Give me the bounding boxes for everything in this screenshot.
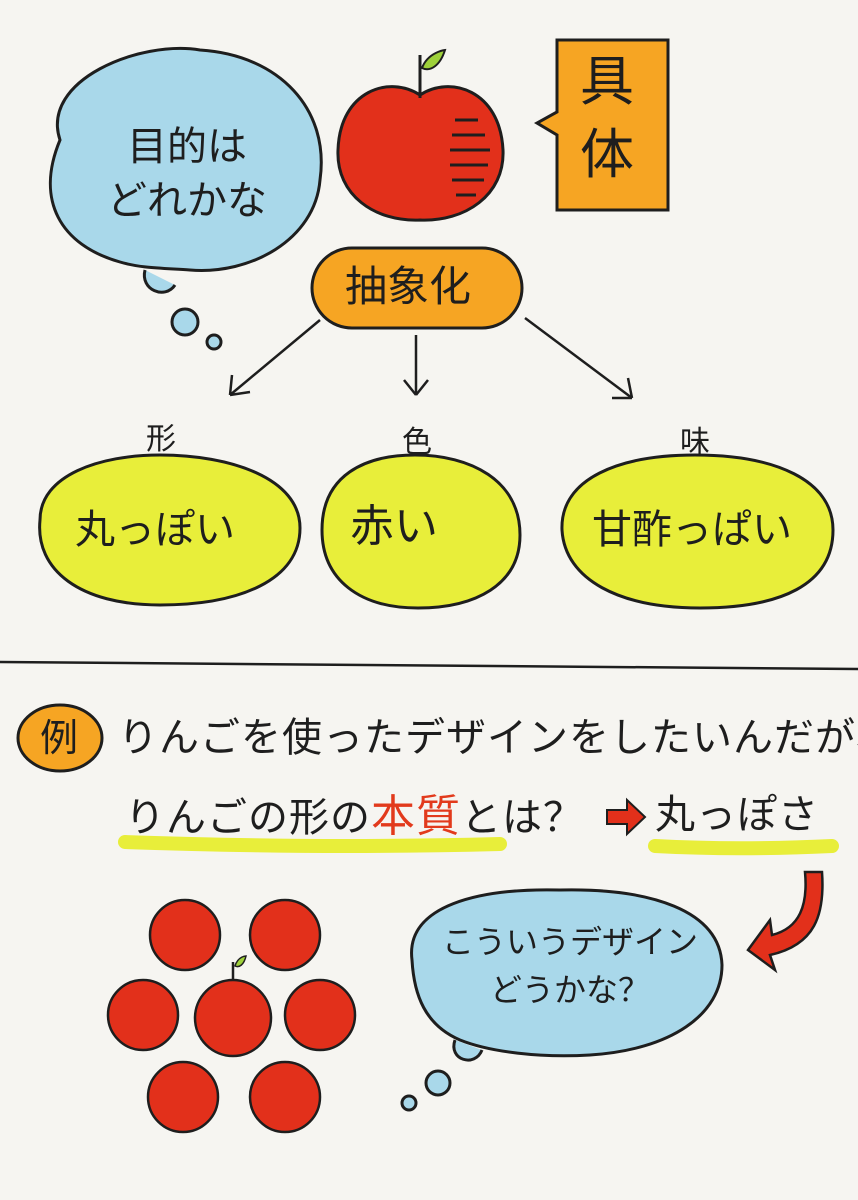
concrete-label-2: 体: [580, 123, 634, 186]
curved-arrow-icon: [746, 870, 824, 974]
abstraction-pill: [310, 246, 524, 330]
concrete-speech-box: [533, 38, 670, 212]
branch-arrows: [228, 316, 634, 400]
top-thought-bubble: [48, 47, 323, 351]
apple-flower-pattern: [106, 898, 357, 1134]
example-answer: 丸っぽさ: [655, 792, 819, 838]
thought-line-1: 目的は: [127, 124, 247, 170]
example-line-2: りんごの形の本質とは？: [125, 795, 584, 839]
section-divider: [0, 660, 858, 671]
attribute-value-taste: 甘酢っぱい: [592, 507, 792, 553]
attribute-value-shape: 丸っぽい: [75, 507, 235, 553]
bottom-thought-bubble: [400, 888, 724, 1112]
thought-bubble-text: 目的は どれかな: [62, 120, 312, 228]
attribute-value-color: 赤い: [350, 501, 438, 552]
arrow-right-icon: [606, 797, 647, 837]
example-line-1: りんごを使ったデザインをしたいんだが、: [118, 715, 858, 761]
bottom-line-1: こういうデザイン: [441, 923, 698, 961]
concrete-label-1: 具: [580, 50, 634, 113]
attribute-ovals: [38, 453, 835, 610]
abstraction-label: 抽象化: [345, 262, 472, 311]
bottom-bubble-text: こういうデザイン どうかな？: [420, 918, 720, 1014]
highlight-mark-1: [118, 835, 507, 853]
thought-line-2: どれかな: [107, 178, 267, 224]
line2-suffix: とは？: [461, 795, 584, 841]
highlight-mark-2: [648, 839, 839, 856]
bottom-line-2: どうかな？: [489, 971, 650, 1009]
attribute-category-color: 色: [402, 425, 432, 460]
attribute-category-taste: 味: [680, 425, 710, 460]
example-badge-label: 例: [40, 716, 79, 760]
attribute-category-shape: 形: [146, 422, 176, 457]
apple-icon: [336, 48, 505, 222]
line2-highlight: 本質: [371, 791, 461, 842]
example-badge: [16, 703, 104, 773]
line2-prefix: りんごの形の: [125, 795, 371, 841]
